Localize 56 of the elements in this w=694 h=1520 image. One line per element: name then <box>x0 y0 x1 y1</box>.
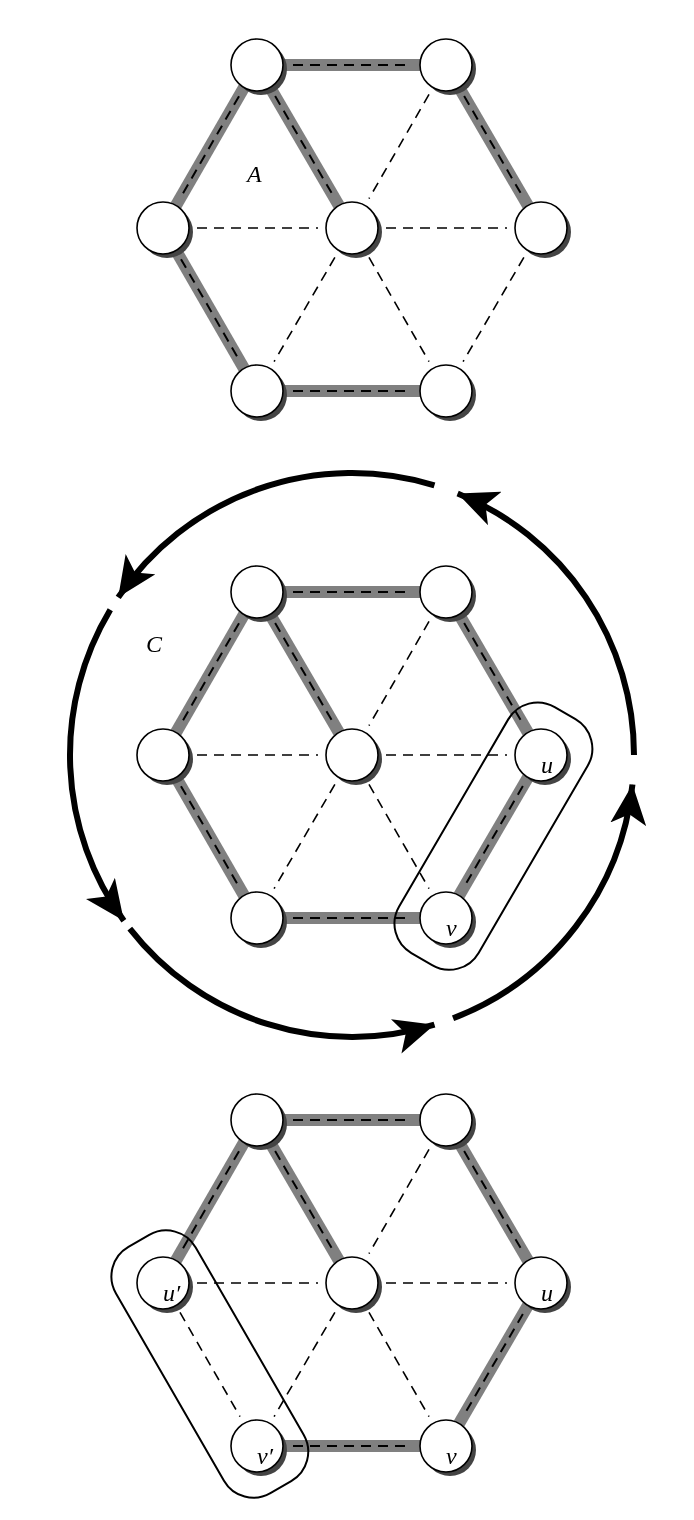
highlighted-edge <box>283 912 420 924</box>
graph-vertex <box>230 38 289 97</box>
highlighted-edge <box>453 774 534 899</box>
graph-vertex <box>514 201 573 260</box>
dashed-edge <box>462 256 525 363</box>
vertex-label: v′ <box>257 1444 273 1468</box>
vertex-label: u′ <box>163 1281 181 1305</box>
vertex-label: v <box>446 916 457 940</box>
highlighted-edge <box>283 1114 420 1126</box>
dashed-edge <box>385 1282 508 1284</box>
graph-vertex <box>419 891 478 950</box>
highlighted-edge <box>283 59 420 71</box>
dashed-edge <box>385 227 508 229</box>
graph-vertex <box>136 728 195 787</box>
graph-label: C <box>146 632 162 656</box>
graph-vertex <box>325 201 384 260</box>
graph-label: A <box>247 162 262 186</box>
dashed-edge <box>368 620 430 727</box>
graph-vertex <box>230 891 289 950</box>
graph-vertex <box>419 1093 478 1152</box>
dashed-edge <box>196 227 319 229</box>
graph-vertex <box>419 38 478 97</box>
dashed-edge <box>368 93 430 200</box>
graph-vertex <box>230 1093 289 1152</box>
dashed-edge <box>368 1311 430 1418</box>
graph-vertex <box>514 728 573 787</box>
graph-vertex <box>136 201 195 260</box>
graph-vertex <box>419 364 478 423</box>
dashed-edge <box>273 1311 336 1418</box>
dashed-edge <box>385 754 508 756</box>
graph-vertex <box>514 1256 573 1315</box>
highlighted-edge <box>170 611 250 736</box>
graph-vertex <box>230 364 289 423</box>
highlighted-edge <box>283 586 420 598</box>
graph-vertex <box>419 1419 478 1478</box>
dashed-edge <box>273 783 336 890</box>
graph-vertex <box>419 565 478 624</box>
vertex-label: v <box>446 1444 457 1468</box>
highlighted-edge <box>453 1302 534 1427</box>
graph-vertex <box>230 1419 289 1478</box>
vertex-label: u <box>541 753 553 777</box>
dashed-edge <box>196 1282 319 1284</box>
graph-vertex <box>136 1256 195 1315</box>
highlighted-edge <box>170 1139 250 1264</box>
highlighted-edge <box>283 385 420 397</box>
dashed-edge <box>179 1311 241 1418</box>
graph-vertex <box>325 1256 384 1315</box>
highlighted-edge <box>170 84 250 209</box>
dashed-edge <box>196 754 319 756</box>
dashed-edge <box>368 256 430 363</box>
dashed-edge <box>368 1148 430 1255</box>
graph-vertex <box>230 565 289 624</box>
dashed-edge <box>368 783 430 890</box>
dashed-edge <box>273 256 336 363</box>
vertex-label: u <box>541 1281 553 1305</box>
graph-vertex <box>325 728 384 787</box>
